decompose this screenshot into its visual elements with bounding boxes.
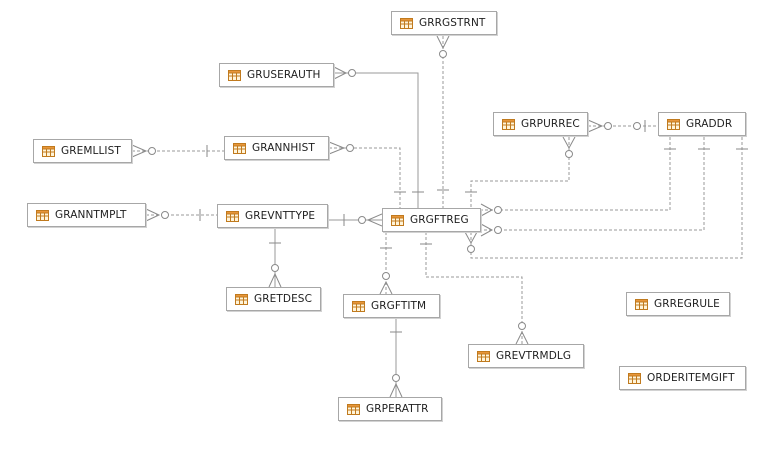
crowfoot-marker	[480, 223, 494, 237]
table-name-label: GREMLLIST	[61, 145, 121, 157]
optional-circle-marker	[633, 122, 641, 130]
table-granntmplt[interactable]: GRANNTMPLT	[27, 203, 146, 227]
crowfoot-marker	[379, 280, 393, 295]
crowfoot-marker	[328, 141, 346, 155]
table-name-label: GREVTRMDLG	[496, 350, 572, 362]
table-icon	[667, 118, 680, 130]
optional-circle-marker	[518, 322, 526, 330]
table-icon	[226, 210, 239, 222]
crowfoot-marker	[515, 330, 529, 345]
rel-graddr-grgftreg-3[interactable]	[470, 137, 743, 259]
relationship-markers	[131, 35, 748, 398]
table-icon	[228, 69, 241, 81]
table-name-label: GRANNTMPLT	[55, 209, 127, 221]
table-icon	[635, 298, 648, 310]
table-orderitemgift[interactable]: ORDERITEMGIFT	[619, 366, 746, 390]
crowfoot-marker	[131, 144, 148, 158]
table-icon	[477, 350, 490, 362]
table-name-label: GRPERATTR	[366, 403, 429, 415]
table-name-label: GRADDR	[686, 118, 733, 130]
rel-graddr-grgftreg-1[interactable]	[481, 137, 671, 211]
table-name-label: ORDERITEMGIFT	[647, 372, 735, 384]
optional-circle-marker	[439, 50, 447, 58]
table-name-label: GRETDESC	[254, 293, 312, 305]
table-icon	[352, 300, 365, 312]
table-grpurrec[interactable]: GRPURREC	[493, 112, 588, 136]
table-gretdesc[interactable]: GRETDESC	[226, 287, 321, 311]
table-name-label: GRGFTITM	[371, 300, 427, 312]
table-gruserauth[interactable]: GRUSERAUTH	[219, 63, 334, 87]
table-grperattr[interactable]: GRPERATTR	[338, 397, 442, 421]
table-gremllist[interactable]: GREMLLIST	[33, 139, 132, 163]
table-grregrule[interactable]: GRREGRULE	[626, 292, 730, 316]
table-icon	[36, 209, 49, 221]
table-name-label: GRANNHIST	[252, 142, 315, 154]
optional-circle-marker	[348, 69, 356, 77]
optional-circle-marker	[494, 206, 502, 214]
table-grevtrmdlg[interactable]: GREVTRMDLG	[468, 344, 584, 368]
table-grannhist[interactable]: GRANNHIST	[224, 136, 329, 160]
table-name-label: GRPURREC	[521, 118, 580, 130]
table-icon	[391, 214, 404, 226]
optional-circle-marker	[346, 144, 354, 152]
crowfoot-marker	[562, 136, 576, 150]
crowfoot-marker	[268, 272, 282, 288]
optional-circle-marker	[148, 147, 156, 155]
table-name-label: GRRGSTRNT	[419, 17, 486, 29]
rel-grgftreg-grevtrmdlg[interactable]	[425, 232, 523, 344]
crowfoot-marker	[464, 231, 478, 245]
crowfoot-marker	[436, 35, 450, 50]
table-icon	[400, 17, 413, 29]
optional-circle-marker	[494, 226, 502, 234]
crowfoot-marker	[389, 382, 403, 398]
crowfoot-marker	[587, 119, 604, 133]
table-name-label: GRUSERAUTH	[247, 69, 321, 81]
optional-circle-marker	[467, 245, 475, 253]
table-icon	[235, 293, 248, 305]
optional-circle-marker	[161, 211, 169, 219]
table-icon	[347, 403, 360, 415]
rel-gruserauth-grgftreg[interactable]	[334, 72, 419, 208]
table-graddr[interactable]: GRADDR	[658, 112, 746, 136]
crowfoot-marker	[366, 213, 383, 227]
rel-graddr-grgftreg-2[interactable]	[481, 137, 705, 231]
crowfoot-marker	[333, 66, 348, 80]
table-name-label: GREVNTTYPE	[245, 210, 316, 222]
table-grrgstrnt[interactable]: GRRGSTRNT	[391, 11, 497, 35]
table-name-label: GRGFTREG	[410, 214, 469, 226]
table-grgftitm[interactable]: GRGFTITM	[343, 294, 440, 318]
table-grevnttype[interactable]: GREVNTTYPE	[217, 204, 328, 228]
table-icon	[628, 372, 641, 384]
optional-circle-marker	[271, 264, 279, 272]
crowfoot-marker	[480, 203, 494, 217]
rel-grpurrec-grgftreg[interactable]	[470, 137, 570, 208]
table-grgftreg[interactable]: GRGFTREG	[382, 208, 481, 232]
table-icon	[502, 118, 515, 130]
table-icon	[42, 145, 55, 157]
optional-circle-marker	[358, 216, 366, 224]
table-name-label: GRREGRULE	[654, 298, 720, 310]
optional-circle-marker	[604, 122, 612, 130]
crowfoot-marker	[145, 208, 161, 222]
rel-grannhist-grgftreg[interactable]	[329, 147, 401, 208]
optional-circle-marker	[392, 374, 400, 382]
relationship-lines	[132, 36, 743, 397]
optional-circle-marker	[382, 272, 390, 280]
optional-circle-marker	[565, 150, 573, 158]
table-icon	[233, 142, 246, 154]
